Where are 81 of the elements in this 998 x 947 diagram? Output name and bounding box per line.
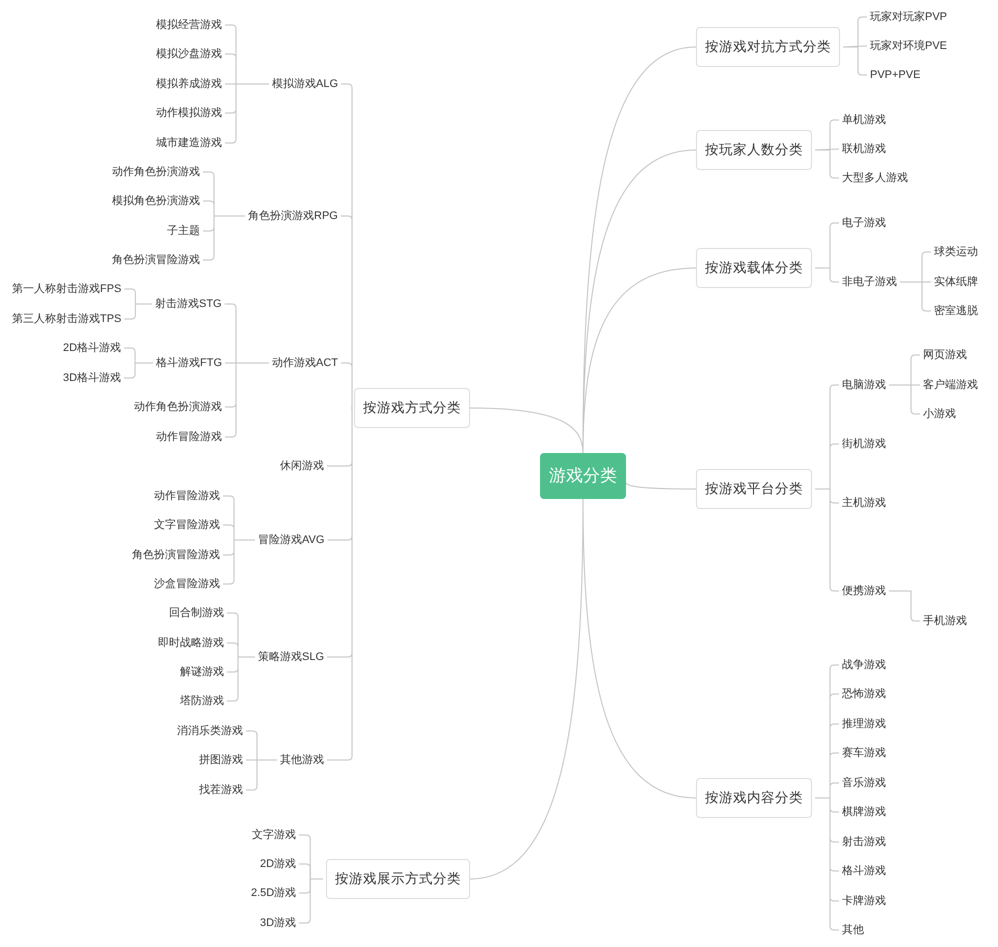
topic-label: 手机游戏 bbox=[923, 613, 967, 629]
topic-label: 赛车游戏 bbox=[842, 745, 886, 761]
topic-label: 2D游戏 bbox=[260, 856, 296, 872]
topic-label: 非电子游戏 bbox=[842, 274, 897, 290]
topic-label: 塔防游戏 bbox=[180, 693, 224, 709]
topic-label: 格斗游戏FTG bbox=[156, 355, 222, 371]
topic-label: 射击游戏 bbox=[842, 834, 886, 850]
topic-label: 动作冒险游戏 bbox=[154, 488, 220, 504]
topic-label: 策略游戏SLG bbox=[258, 649, 324, 665]
topic-label: 第一人称射击游戏FPS bbox=[12, 281, 122, 297]
topic-label: 动作角色扮演游戏 bbox=[134, 399, 222, 415]
topic-label: 动作模拟游戏 bbox=[156, 105, 222, 121]
topic-label: 拼图游戏 bbox=[199, 752, 243, 768]
topic-label: 电子游戏 bbox=[842, 215, 886, 231]
topic-label: 子主题 bbox=[167, 223, 200, 239]
topic-label: 2.5D游戏 bbox=[251, 885, 296, 901]
topic-label: 解谜游戏 bbox=[180, 664, 224, 680]
topic-label: 音乐游戏 bbox=[842, 775, 886, 791]
topic-label: 冒险游戏AVG bbox=[258, 532, 324, 548]
topic-label: 模拟经营游戏 bbox=[156, 17, 222, 33]
topic-label: 实体纸牌 bbox=[934, 274, 978, 290]
category-box: 按游戏内容分类 bbox=[696, 778, 812, 818]
topic-label: 文字游戏 bbox=[252, 827, 296, 843]
topic-label: 模拟游戏ALG bbox=[272, 76, 338, 92]
topic-label: 密室逃脱 bbox=[934, 303, 978, 319]
topic-label: 单机游戏 bbox=[842, 112, 886, 128]
topic-label: 战争游戏 bbox=[842, 657, 886, 673]
topic-label: 大型多人游戏 bbox=[842, 170, 908, 186]
connector-line bbox=[470, 408, 584, 454]
topic-label: 街机游戏 bbox=[842, 436, 886, 452]
topic-label: 客户端游戏 bbox=[923, 377, 978, 393]
topic-label: 其他 bbox=[842, 922, 864, 938]
topic-label: 小游戏 bbox=[923, 406, 956, 422]
connector-line bbox=[814, 268, 840, 282]
topic-label: 模拟养成游戏 bbox=[156, 76, 222, 92]
topic-label: PVP+PVE bbox=[870, 67, 920, 83]
connector-line bbox=[124, 362, 154, 378]
topic-label: 棋牌游戏 bbox=[842, 804, 886, 820]
category-box: 按玩家人数分类 bbox=[696, 130, 812, 170]
connector-line bbox=[626, 482, 696, 490]
topic-label: 沙盒冒险游戏 bbox=[154, 576, 220, 592]
topic-label: 推理游戏 bbox=[842, 716, 886, 732]
topic-label: 动作冒险游戏 bbox=[156, 429, 222, 445]
topic-label: 第三人称射击游戏TPS bbox=[12, 311, 122, 327]
topic-label: 文字冒险游戏 bbox=[154, 517, 220, 533]
topic-label: 格斗游戏 bbox=[842, 863, 886, 879]
topic-label: 找茬游戏 bbox=[199, 782, 243, 798]
topic-label: 便携游戏 bbox=[842, 583, 886, 599]
topic-label: 休闲游戏 bbox=[280, 458, 324, 474]
topic-label: 3D格斗游戏 bbox=[63, 370, 122, 386]
topic-label: 玩家对环境PVE bbox=[870, 38, 948, 54]
category-box: 按游戏载体分类 bbox=[696, 248, 812, 288]
topic-label: 其他游戏 bbox=[280, 752, 324, 768]
topic-label: 动作游戏ACT bbox=[272, 355, 338, 371]
topic-label: 模拟角色扮演游戏 bbox=[112, 193, 200, 209]
topic-label: 网页游戏 bbox=[923, 347, 967, 363]
topic-label: 卡牌游戏 bbox=[842, 893, 886, 909]
topic-label: 恐怖游戏 bbox=[842, 686, 886, 702]
topic-label: 联机游戏 bbox=[842, 141, 886, 157]
topic-label: 玩家对玩家PVP bbox=[870, 9, 948, 25]
topic-label: 角色扮演冒险游戏 bbox=[132, 547, 220, 563]
topic-label: 球类运动 bbox=[934, 244, 978, 260]
root-topic-box: 游戏分类 bbox=[540, 453, 626, 499]
category-box: 按游戏对抗方式分类 bbox=[696, 27, 840, 67]
connector-line bbox=[124, 304, 152, 320]
topic-label: 主机游戏 bbox=[842, 495, 886, 511]
topic-label: 模拟沙盘游戏 bbox=[156, 46, 222, 62]
topic-label: 2D格斗游戏 bbox=[63, 340, 122, 356]
topic-label: 3D游戏 bbox=[260, 915, 296, 931]
topic-label: 电脑游戏 bbox=[842, 377, 886, 393]
topic-label: 城市建造游戏 bbox=[156, 135, 222, 151]
topic-label: 射击游戏STG bbox=[155, 296, 222, 312]
category-box: 按游戏平台分类 bbox=[696, 469, 812, 509]
topic-label: 即时战略游戏 bbox=[158, 635, 224, 651]
category-box: 按游戏方式分类 bbox=[354, 388, 470, 428]
topic-label: 角色扮演游戏RPG bbox=[248, 208, 338, 224]
category-box: 按游戏展示方式分类 bbox=[326, 859, 470, 899]
topic-label: 动作角色扮演游戏 bbox=[112, 164, 200, 180]
topic-label: 回合制游戏 bbox=[169, 605, 224, 621]
topic-label: 角色扮演冒险游戏 bbox=[112, 252, 200, 268]
topic-label: 消消乐类游戏 bbox=[177, 723, 243, 739]
